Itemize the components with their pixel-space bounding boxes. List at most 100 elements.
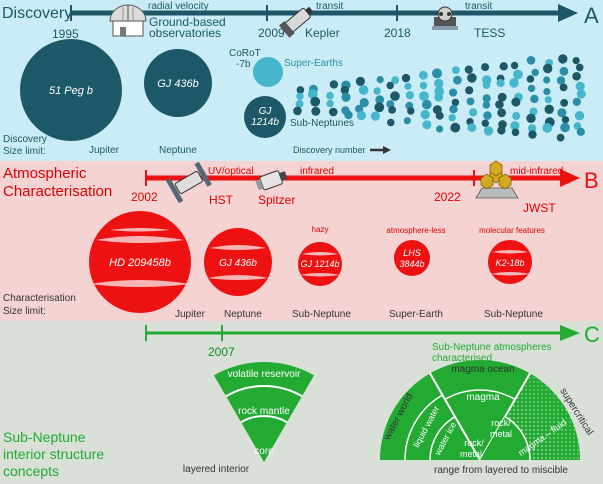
discovery-dot <box>419 81 428 90</box>
discovery-dot <box>329 107 338 117</box>
planet-gj-1214b-characterised-label: GJ 1214b <box>300 259 339 269</box>
discovery-dot <box>481 119 489 127</box>
year-2009: 2009 <box>258 26 285 40</box>
discovery-dot <box>358 85 369 95</box>
discovery-dot <box>401 73 411 83</box>
discovery-dot <box>467 123 477 132</box>
method-radial-velocity: radial velocity <box>148 1 209 12</box>
panel-a-title: Discovery <box>2 5 72 22</box>
discovery-dot <box>544 104 554 115</box>
discovery-dot <box>434 93 444 102</box>
discovery-dot <box>561 116 570 124</box>
observatories-line1: Ground-based <box>149 15 226 29</box>
discovery-dot <box>496 78 505 88</box>
interior-concepts-fan <box>380 360 580 461</box>
magma-label: magma <box>466 392 500 403</box>
panel-c-label: C <box>584 322 600 347</box>
discovery-dot <box>527 84 536 93</box>
discovery-dot <box>572 72 581 81</box>
observatory-dome-icon <box>109 4 147 37</box>
discovery-dot <box>418 70 428 80</box>
planet-k2-18b: K2-18b <box>488 240 532 284</box>
discovery-dot <box>296 86 305 94</box>
layer-core: core <box>254 446 274 457</box>
discovery-dot <box>344 110 353 120</box>
discovery-dot <box>495 100 504 109</box>
rock-metal-2-line1: rock/ <box>491 418 511 428</box>
discovery-dot <box>375 95 385 105</box>
year-2007: 2007 <box>208 345 235 359</box>
discovery-size-label-line2: Size limit: <box>3 146 46 157</box>
planet-k2-18b-label: K2-18b <box>495 258 524 268</box>
discovery-dot <box>556 76 566 85</box>
discovery-dot <box>483 126 494 136</box>
discovery-dot <box>341 92 351 102</box>
discovery-dot <box>448 114 456 122</box>
characterisation-size-sub-neptune-2: Sub-Neptune <box>484 309 543 320</box>
panel-c-timeline <box>145 325 580 341</box>
panel-a-label: A <box>584 3 599 28</box>
characterisation-size-label-line2: Size limit: <box>3 306 46 317</box>
discovery-dot <box>296 92 304 101</box>
discovery-dot <box>403 117 411 125</box>
discovery-dot <box>386 81 394 90</box>
panel-c-title-line3: concepts <box>3 463 59 479</box>
discovery-dot <box>497 108 506 118</box>
discovery-dot <box>543 88 551 96</box>
corot-label-line1: CoRoT <box>229 48 261 59</box>
panel-b-title-line1: Atmospheric <box>3 165 87 182</box>
discovery-size-label-line1: Discovery <box>3 134 47 145</box>
discovery-dot <box>435 111 444 120</box>
planet-gj-436b-characterised: GJ 436b <box>204 228 272 296</box>
jwst-telescope-icon <box>475 160 519 199</box>
magma-ocean-label: magma ocean <box>451 364 514 375</box>
discovery-dot <box>370 111 380 121</box>
note-atmosphere-less: atmosphere-less <box>386 226 445 235</box>
range-layered-to-miscible-label: range from layered to miscible <box>434 465 568 476</box>
kepler-label: Kepler <box>305 26 340 40</box>
panel-b-label: B <box>584 168 599 193</box>
discovery-dot <box>355 76 365 86</box>
characterisation-size-super-earth: Super-Earth <box>389 309 443 320</box>
discovery-dot <box>453 75 462 85</box>
discovery-dot <box>526 56 536 65</box>
discovery-dot <box>419 91 429 101</box>
discovery-dot <box>526 75 535 83</box>
hst-label: HST <box>209 193 234 207</box>
band-mid-infrared: mid-infrared <box>510 166 563 177</box>
discovery-dot <box>497 126 506 135</box>
note-molecular-features: molecular features <box>479 226 545 235</box>
discovery-dot <box>526 113 536 124</box>
planet-gj-1214b-label-line2: 1214b <box>251 117 279 128</box>
discovery-dot <box>513 69 523 80</box>
discovery-dot <box>422 99 432 110</box>
discovery-dot <box>466 97 475 106</box>
year-2002: 2002 <box>131 190 158 204</box>
discovery-dot <box>499 62 508 71</box>
hst-telescope-icon <box>165 161 212 204</box>
planet-51-peg-b: 51 Peg b <box>20 39 122 141</box>
discovery-dot <box>510 121 520 131</box>
discovery-dot <box>293 106 302 116</box>
year-1995: 1995 <box>52 27 79 41</box>
discovery-dot <box>469 108 478 117</box>
spitzer-label: Spitzer <box>258 193 295 207</box>
note-hazy: hazy <box>312 225 329 234</box>
tess-satellite-icon <box>432 6 458 30</box>
planet-gj-436b-discovery-label: GJ 436b <box>157 78 199 90</box>
discovery-dot <box>511 128 520 137</box>
characterisation-size-label-line1: Characterisation <box>3 293 76 304</box>
discovery-dot <box>359 98 369 108</box>
rock-metal-2-line2: metal <box>490 429 512 439</box>
discovery-dot <box>467 73 477 83</box>
discovery-dot <box>326 91 334 100</box>
layer-volatile-reservoir: volatile reservoir <box>228 369 301 380</box>
discovery-dot <box>542 123 553 133</box>
panel-c-title-line1: Sub-Neptune <box>3 429 86 445</box>
discovery-dot <box>482 81 491 89</box>
characterisation-size-sub-neptune-1: Sub-Neptune <box>292 309 351 320</box>
discovery-dot <box>376 76 384 84</box>
discovery-dot <box>510 61 519 70</box>
planet-gj-1214b-discovery: GJ 1214b <box>244 96 286 138</box>
